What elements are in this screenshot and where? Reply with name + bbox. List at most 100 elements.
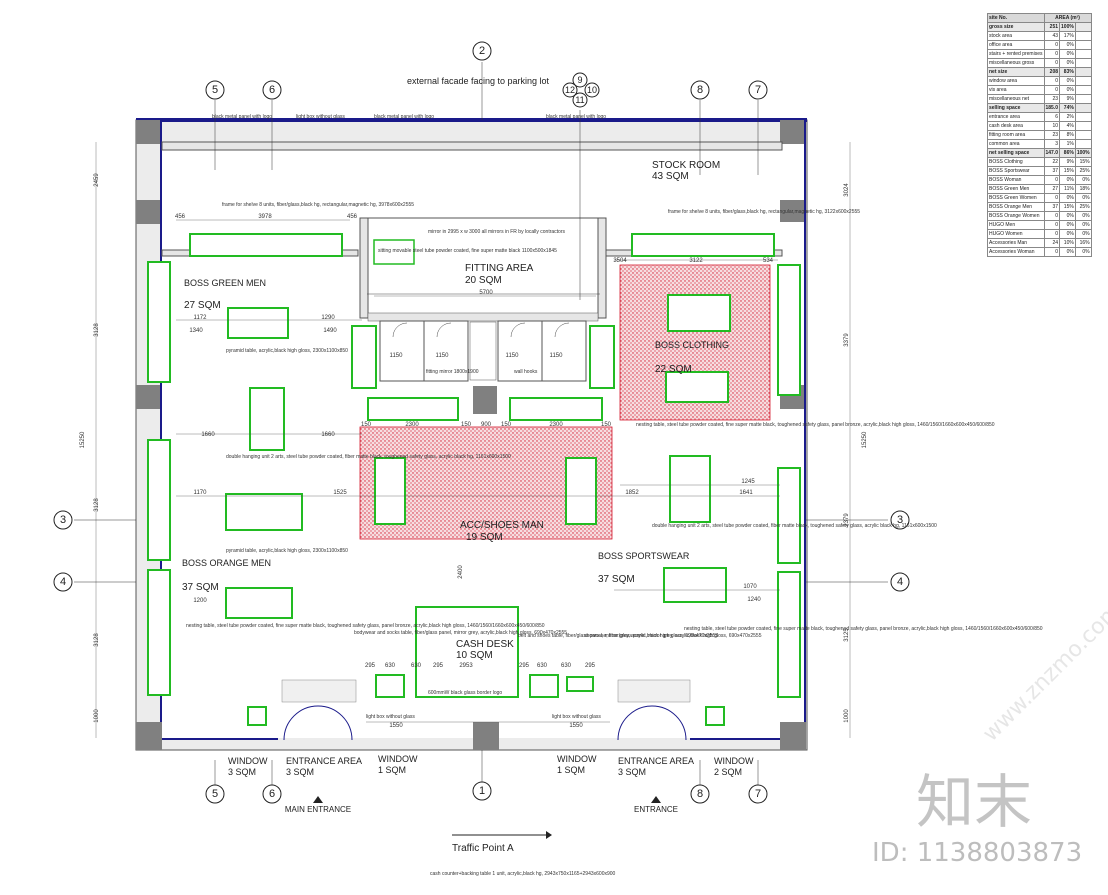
area-table-cell: 0% bbox=[1074, 211, 1092, 221]
column bbox=[473, 722, 499, 750]
facade-title: external facade facing to parking lot bbox=[407, 76, 550, 86]
wall-shelf-right-mid bbox=[777, 467, 801, 564]
note: double hanging unit 2 arts, steel tube p… bbox=[226, 454, 511, 460]
exterior-wall-top bbox=[136, 118, 807, 122]
area-table-cell: 16% bbox=[1074, 238, 1092, 248]
area-table-cell bbox=[1074, 139, 1092, 149]
axis-label: 6 bbox=[269, 84, 275, 96]
axis-bubbles bbox=[53, 41, 910, 804]
dimension: 900 bbox=[481, 422, 492, 428]
area-table-cell: 9% bbox=[1059, 94, 1076, 104]
room-name: WINDOW bbox=[378, 754, 418, 764]
dimension: 630 bbox=[385, 663, 396, 669]
area-table-header: site No. AREA (m²) bbox=[987, 13, 1092, 23]
window-display-right bbox=[705, 706, 725, 726]
note: black metal panel with logo bbox=[374, 114, 434, 120]
wall-shelf-top-left bbox=[189, 233, 343, 257]
note: nesting table, steel tube powder coated,… bbox=[684, 626, 1043, 632]
belt-table bbox=[529, 674, 559, 698]
area-table-cell: 23 bbox=[1043, 130, 1061, 140]
area-table-cell: 74% bbox=[1059, 103, 1076, 113]
axis-label: 8 bbox=[697, 788, 703, 800]
area-table-cell: 3 bbox=[1043, 139, 1061, 149]
dimension: 2459 bbox=[94, 173, 100, 187]
note: light box without glass bbox=[296, 114, 345, 120]
area-table-cell: net selling space bbox=[987, 148, 1045, 158]
area-table-cell: 43 bbox=[1043, 31, 1061, 41]
shelf-acc-right bbox=[509, 397, 603, 421]
note: pyramid table, acrylic,black high gloss,… bbox=[226, 548, 348, 554]
area-table-cell: 0% bbox=[1059, 193, 1076, 203]
dimension: 1000 bbox=[844, 709, 850, 723]
dimension: 3024 bbox=[844, 183, 850, 197]
dimension: 1070 bbox=[743, 584, 757, 590]
dimension: 3128 bbox=[94, 498, 100, 512]
dimension: 1660 bbox=[321, 432, 335, 438]
area-table-cell: 147.0 bbox=[1043, 148, 1061, 158]
area-table-cell: 208 bbox=[1043, 67, 1061, 77]
area-table-cell: selling space bbox=[987, 103, 1045, 113]
area-table-cell: stairs + rented premises bbox=[987, 49, 1045, 59]
note: showcase, fiber/glass panel, mirror grey… bbox=[584, 633, 762, 639]
dimension: 2953 bbox=[459, 663, 473, 669]
column bbox=[780, 722, 806, 750]
dimension: 150 bbox=[601, 422, 612, 428]
dimension: 1000 bbox=[94, 709, 100, 723]
dimension: 2379 bbox=[844, 513, 850, 527]
entrance-arrow bbox=[651, 796, 661, 803]
area-table-cell: 0% bbox=[1074, 220, 1092, 230]
room-area: 20 SQM bbox=[465, 275, 502, 286]
column bbox=[780, 120, 804, 144]
room-name: CASH DESK bbox=[456, 639, 514, 650]
area-table-cell: 83% bbox=[1059, 67, 1076, 77]
area-table-cell bbox=[1074, 94, 1092, 104]
dimension-lines bbox=[95, 142, 851, 738]
area-table-cell: 15% bbox=[1059, 202, 1076, 212]
room-area: 27 SQM bbox=[184, 300, 221, 311]
dimension: 3978 bbox=[258, 214, 272, 220]
dimension: 2300 bbox=[549, 422, 563, 428]
area-table-cell: 0 bbox=[1043, 247, 1061, 257]
wall-shelf-right-upper bbox=[777, 264, 801, 396]
axis-label: 4 bbox=[897, 576, 903, 588]
axis-label: 5 bbox=[212, 84, 218, 96]
room-name: FITTING AREA bbox=[465, 263, 534, 274]
column bbox=[473, 386, 497, 414]
note: double hanging unit 2 arts, steel tube p… bbox=[652, 523, 937, 529]
dimension: 1490 bbox=[323, 328, 337, 334]
area-table-cell: 0 bbox=[1043, 175, 1061, 185]
note: black metal panel with logo bbox=[546, 114, 606, 120]
area-table-header-cell: site No. bbox=[987, 13, 1045, 23]
dimension: 15250 bbox=[862, 431, 868, 448]
area-table-cell: 100% bbox=[1074, 148, 1092, 158]
dimension: 1525 bbox=[333, 490, 347, 496]
area-table-cell: 10 bbox=[1043, 121, 1061, 131]
area-table-cell bbox=[1074, 40, 1092, 50]
axis-label: 1 bbox=[479, 785, 485, 797]
dimension: 456 bbox=[347, 214, 358, 220]
note: black metal panel with logo bbox=[212, 114, 272, 120]
area-table-cell: miscellaneous gross bbox=[987, 58, 1045, 68]
area-table-cell: HUGO Men bbox=[987, 220, 1045, 230]
column bbox=[136, 120, 160, 144]
area-table-cell: 0% bbox=[1074, 229, 1092, 239]
axis-label: 8 bbox=[697, 84, 703, 96]
area-table-cell: 25% bbox=[1074, 166, 1092, 176]
dimension: 3122 bbox=[689, 258, 703, 264]
area-table-cell: miscellaneous net bbox=[987, 94, 1045, 104]
room-name: ENTRANCE AREA bbox=[618, 756, 694, 766]
area-table-cell: 0% bbox=[1059, 76, 1076, 86]
entrance-stair-left bbox=[281, 679, 357, 703]
dimension: 1150 bbox=[436, 353, 450, 359]
traffic-arrow-head bbox=[546, 831, 552, 839]
dimension: 15250 bbox=[80, 431, 86, 448]
area-table-cell bbox=[1074, 49, 1092, 59]
entrance-label: ENTRANCE bbox=[634, 805, 678, 814]
area-table-cell: 0 bbox=[1043, 40, 1061, 50]
